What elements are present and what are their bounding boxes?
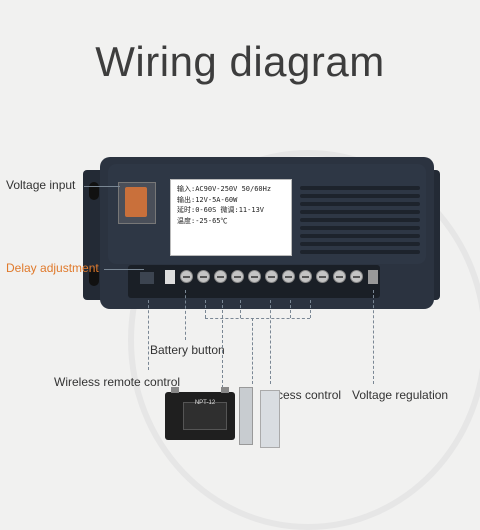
wiring-connector — [240, 300, 241, 318]
left-mounting-bracket — [83, 170, 105, 300]
magnetic-lock — [239, 387, 253, 445]
access-control-leader — [270, 300, 271, 384]
terminal-screw — [248, 270, 261, 283]
wiring-connector — [205, 300, 206, 318]
vent-slot — [300, 210, 420, 214]
battery-button-label: Battery button — [150, 343, 225, 357]
terminal-screw — [180, 270, 193, 283]
vent-slot — [300, 226, 420, 230]
terminal-screw — [214, 270, 227, 283]
lock-armature-plate — [260, 390, 280, 448]
wiring-connector — [310, 300, 311, 318]
terminal-screw — [350, 270, 363, 283]
diagram-title: Wiring diagram — [95, 38, 385, 85]
vent-slot — [300, 234, 420, 238]
battery-tag: NPT-12 — [194, 400, 216, 406]
terminal-screw — [333, 270, 346, 283]
voltage-regulation-leader — [373, 290, 374, 384]
delay-potentiometer — [140, 272, 154, 284]
vent-slot — [300, 242, 420, 246]
wiring-connector — [205, 318, 310, 319]
spec-line-temperature: 温度:-25-65℃ — [177, 216, 228, 225]
battery-button-leader — [185, 290, 186, 340]
voltage-potentiometer — [368, 270, 378, 284]
spec-line-output: 输出:12V-5A-60W — [177, 195, 238, 204]
spec-line-delay: 延时:0-60S 微调:11-13V — [177, 206, 265, 214]
vent-slot — [300, 202, 420, 206]
spec-line-input: 输入:AC90V-250V 50/60Hz — [177, 185, 272, 193]
vent-slot — [300, 218, 420, 222]
delay-adjustment-leader — [104, 269, 144, 270]
wireless-remote-leader — [148, 300, 149, 370]
wiring-connector — [290, 300, 291, 318]
terminal-screw — [231, 270, 244, 283]
voltage-input-label: Voltage input — [6, 178, 76, 192]
access-control-label: Access control — [263, 388, 342, 402]
terminal-screw — [197, 270, 210, 283]
delay-adjustment-label: Delay adjustment — [6, 261, 99, 275]
battery-wire — [222, 300, 223, 388]
vent-slot — [300, 194, 420, 198]
vent-slot — [300, 186, 420, 190]
terminal-screw — [265, 270, 278, 283]
vent-slot — [300, 250, 420, 254]
lock-wire — [252, 318, 253, 384]
voltage-input-leader — [84, 186, 120, 187]
backup-battery: NPT-12 — [165, 387, 235, 440]
terminal-screw — [299, 270, 312, 283]
voltage-regulation-label: Voltage regulation — [352, 388, 449, 402]
spec-label: 输入:AC90V-250V 50/60Hz 输出:12V-5A-60W 延时:0… — [170, 179, 292, 256]
terminal-screw — [282, 270, 295, 283]
battery-switch — [165, 270, 175, 284]
terminal-screw — [316, 270, 329, 283]
fuse-holder — [118, 182, 156, 224]
wireless-remote-label: Wireless remote control — [54, 375, 181, 389]
